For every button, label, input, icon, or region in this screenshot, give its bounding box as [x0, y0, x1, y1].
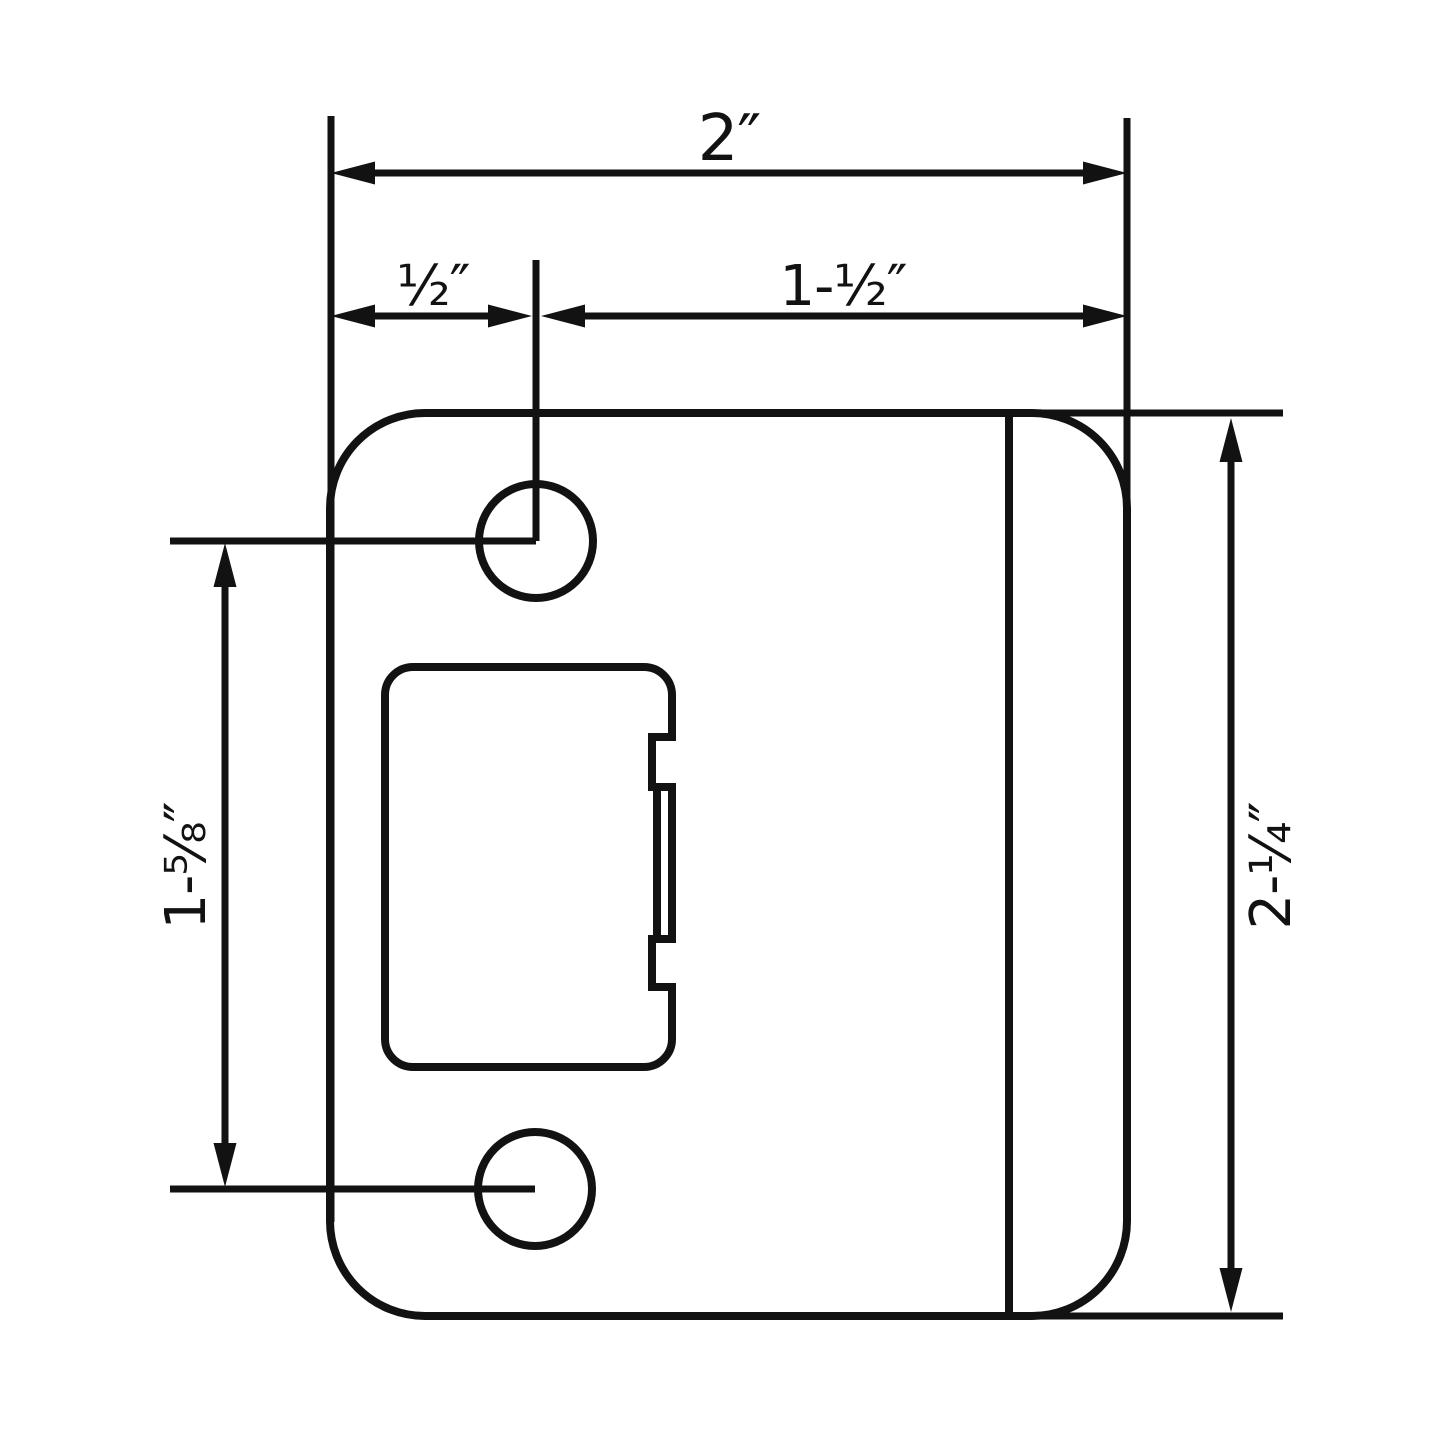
arrowhead-left — [541, 304, 585, 328]
arrowhead-up — [1219, 418, 1243, 462]
latch-cutout — [381, 663, 676, 1071]
dimension-label-overall-height: 2-¼″ — [1239, 802, 1304, 929]
dimension-label-hole-spacing: 1-⅝″ — [154, 802, 219, 929]
dimension-right-offset: 1-½″ — [541, 254, 1127, 328]
dimension-label-overall-width: 2″ — [698, 102, 761, 176]
dimension-overall-width: 2″ — [331, 102, 1127, 185]
arrowhead-right — [1083, 304, 1127, 328]
arrowhead-left — [331, 304, 375, 328]
dimension-label-left-offset: ½″ — [396, 254, 469, 319]
arrowhead-left — [331, 161, 375, 185]
arrowhead-down — [1219, 1268, 1243, 1312]
arrowhead-down — [213, 1143, 237, 1187]
dimension-left-offset: ½″ — [331, 254, 532, 328]
dimension-hole-spacing: 1-⅝″ — [154, 543, 237, 1187]
arrowhead-right — [488, 304, 532, 328]
arrowhead-up — [213, 543, 237, 587]
arrowhead-right — [1083, 161, 1127, 185]
dimension-overall-height: 2-¼″ — [1219, 418, 1304, 1312]
dimension-label-right-offset: 1-½″ — [779, 254, 906, 319]
